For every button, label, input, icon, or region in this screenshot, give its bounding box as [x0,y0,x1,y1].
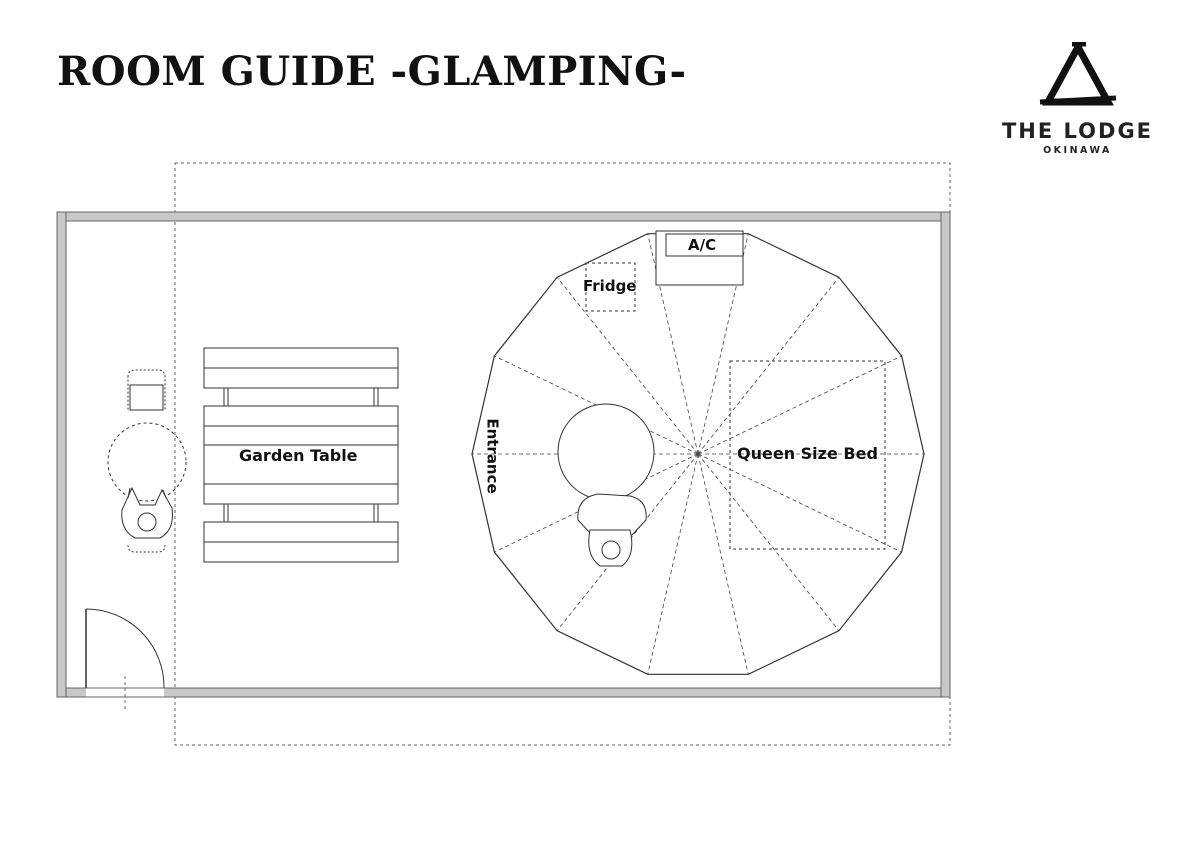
tent-person-seated-icon [577,493,647,567]
ac-label: A/C [688,236,717,254]
garden-table-label: Garden Table [239,446,358,465]
queen-bed [729,360,886,550]
tent-seam-line [647,233,699,455]
tent-seam-line [697,277,840,455]
tent-triangle-logo-icon [1039,39,1116,106]
room-walls [56,211,951,698]
tent-seam-line [697,355,902,455]
tent-seam-line [697,453,840,631]
round-table-icon [107,422,187,502]
tent-outline [471,233,925,675]
ac-unit [655,230,744,286]
tent-seam-line [697,233,749,455]
tent-round-table-icon [557,403,655,501]
brand-logo: THE LODGE OKINAWA [985,39,1170,156]
tent-seam-line [556,277,699,455]
fridge-unit [585,262,636,312]
chair-icon [127,369,166,553]
garden-table-benches [203,347,399,563]
tent-seam-line [697,453,749,675]
door-swing-icon [85,608,165,712]
tent-seam-line [647,453,699,675]
person-seated-icon [121,486,173,539]
fridge-label: Fridge [583,277,637,295]
bed-label: Queen Size Bed [737,444,878,463]
brand-location: OKINAWA [1043,145,1112,156]
brand-name: THE LODGE [1001,119,1154,143]
entrance-label: Entrance [483,418,502,494]
page-title: ROOM GUIDE -GLAMPING- [57,48,687,95]
tent-seam-line [697,453,902,553]
